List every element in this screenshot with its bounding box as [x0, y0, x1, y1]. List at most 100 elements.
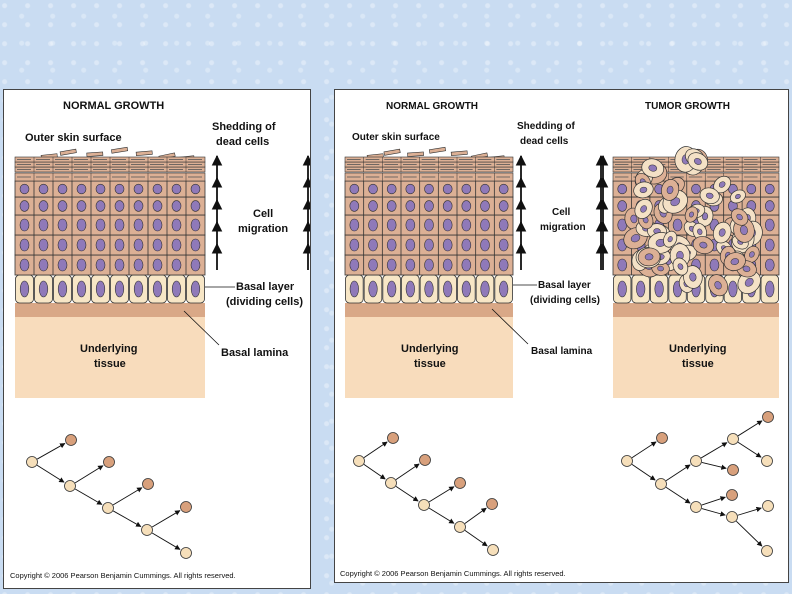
cell-nucleus: [133, 258, 144, 272]
cell-migration-label-line2: migration: [540, 222, 586, 233]
cell-nucleus: [480, 183, 490, 195]
tumor-underlying-tissue-label-line2: tissue: [682, 358, 714, 370]
cell-nucleus: [764, 218, 775, 232]
differentiated-cell: [142, 478, 154, 490]
cell-nucleus: [461, 258, 472, 272]
differentiated-cell: [486, 498, 498, 510]
tumor-cell-nucleus: [667, 236, 673, 243]
cell-nucleus: [480, 200, 490, 212]
cell-nucleus: [691, 183, 701, 195]
cell-nucleus: [617, 258, 628, 272]
dividing-cell: [727, 433, 739, 445]
cell-nucleus: [349, 238, 360, 252]
dead-cell-flake: [428, 146, 446, 154]
cell-nucleus: [424, 200, 434, 212]
cell-nucleus: [405, 200, 416, 212]
cell-nucleus: [480, 218, 490, 232]
cell-nucleus: [57, 218, 68, 232]
basal-lamina-label: Basal lamina: [531, 346, 593, 357]
cell-nucleus: [38, 218, 49, 232]
cell-nucleus: [190, 238, 201, 252]
cell-nucleus: [709, 258, 720, 272]
cell-nucleus: [152, 258, 163, 272]
differentiated-cell: [454, 477, 466, 489]
lineage-arrow: [74, 465, 104, 484]
cell-nucleus: [152, 218, 163, 232]
cell-nucleus: [387, 280, 397, 298]
cell-nucleus: [728, 280, 738, 298]
basal-lamina-band: [345, 303, 513, 317]
tumor-cell-nucleus: [718, 228, 726, 237]
cell-nucleus: [480, 238, 490, 252]
cell-nucleus: [442, 183, 453, 195]
cell-nucleus: [133, 218, 144, 232]
cell-nucleus: [171, 238, 182, 252]
cell-nucleus: [442, 238, 453, 252]
cell-nucleus: [746, 183, 757, 195]
cell-nucleus: [368, 238, 378, 252]
differentiated-cell: [180, 501, 192, 513]
tumor-cell-nucleus: [735, 193, 741, 199]
cell-nucleus: [461, 238, 472, 252]
differentiated-cell: [762, 411, 774, 423]
lineage-arrow: [735, 520, 763, 547]
cell-nucleus: [95, 280, 106, 298]
tumor-growth-title: TUMOR GROWTH: [645, 101, 730, 112]
normal-growth-panel: NORMAL GROWTH Outer skin surface Sheddin…: [3, 89, 311, 589]
cell-migration-label-line1: Cell: [253, 208, 273, 220]
normal-vs-tumor-panel: NORMAL GROWTH TUMOR GROWTH Outer skin su…: [334, 89, 789, 583]
tumor-cell-nucleus: [705, 192, 714, 199]
cell-nucleus: [57, 258, 68, 272]
tumor-cell-nucleus: [697, 228, 703, 235]
dividing-cell: [762, 500, 774, 512]
dividing-cell: [102, 502, 114, 514]
cell-nucleus: [442, 200, 453, 212]
dead-cell-flake: [135, 150, 153, 157]
tumor-cell-nucleus: [640, 205, 647, 213]
cell-migration-arrows: [211, 154, 310, 270]
cell-nucleus: [498, 258, 509, 272]
tumor-cell-nucleus: [630, 214, 638, 224]
cell-nucleus: [38, 238, 49, 252]
cell-nucleus: [114, 258, 125, 272]
cell-nucleus: [424, 183, 434, 195]
shedding-label-line2: dead cells: [520, 136, 569, 147]
cell-nucleus: [152, 183, 163, 195]
lineage-arrow: [151, 532, 181, 550]
normal-growth-title: NORMAL GROWTH: [386, 101, 478, 112]
cell-nucleus: [368, 218, 378, 232]
tumor-cell-nucleus: [639, 186, 648, 193]
dividing-cell: [385, 477, 397, 489]
cell-nucleus: [386, 238, 397, 252]
cell-nucleus: [461, 218, 472, 232]
cell-nucleus: [764, 200, 775, 212]
cell-nucleus: [405, 183, 416, 195]
lineage-arrow: [74, 488, 103, 505]
cell-nucleus: [461, 280, 471, 298]
lineage-arrow: [395, 463, 420, 481]
cell-nucleus: [424, 238, 434, 252]
outer-skin-surface-label: Outer skin surface: [352, 132, 440, 143]
cell-nucleus: [76, 183, 87, 195]
lineage-arrow: [700, 442, 728, 459]
tumor-cell-nucleus: [730, 258, 739, 266]
cell-nucleus: [171, 218, 182, 232]
cell-nucleus: [654, 280, 664, 298]
lineage-arrow: [665, 464, 691, 482]
copyright-notice: Copyright © 2006 Pearson Benjamin Cummin…: [340, 569, 566, 578]
cell-nucleus: [349, 200, 360, 212]
cell-nucleus: [498, 238, 509, 252]
lineage-arrow: [151, 510, 181, 528]
tumor-cell-nucleus: [630, 234, 641, 243]
cell-nucleus: [114, 280, 125, 298]
cell-nucleus: [498, 218, 509, 232]
lineage-arrow: [37, 443, 66, 460]
cell-nucleus: [424, 258, 434, 272]
cell-nucleus: [114, 238, 125, 252]
dividing-cell: [726, 511, 738, 523]
cell-nucleus: [152, 280, 163, 298]
cell-nucleus: [190, 258, 201, 272]
lineage-arrow: [363, 464, 386, 480]
cell-nucleus: [76, 218, 87, 232]
cell-nucleus: [57, 200, 68, 212]
